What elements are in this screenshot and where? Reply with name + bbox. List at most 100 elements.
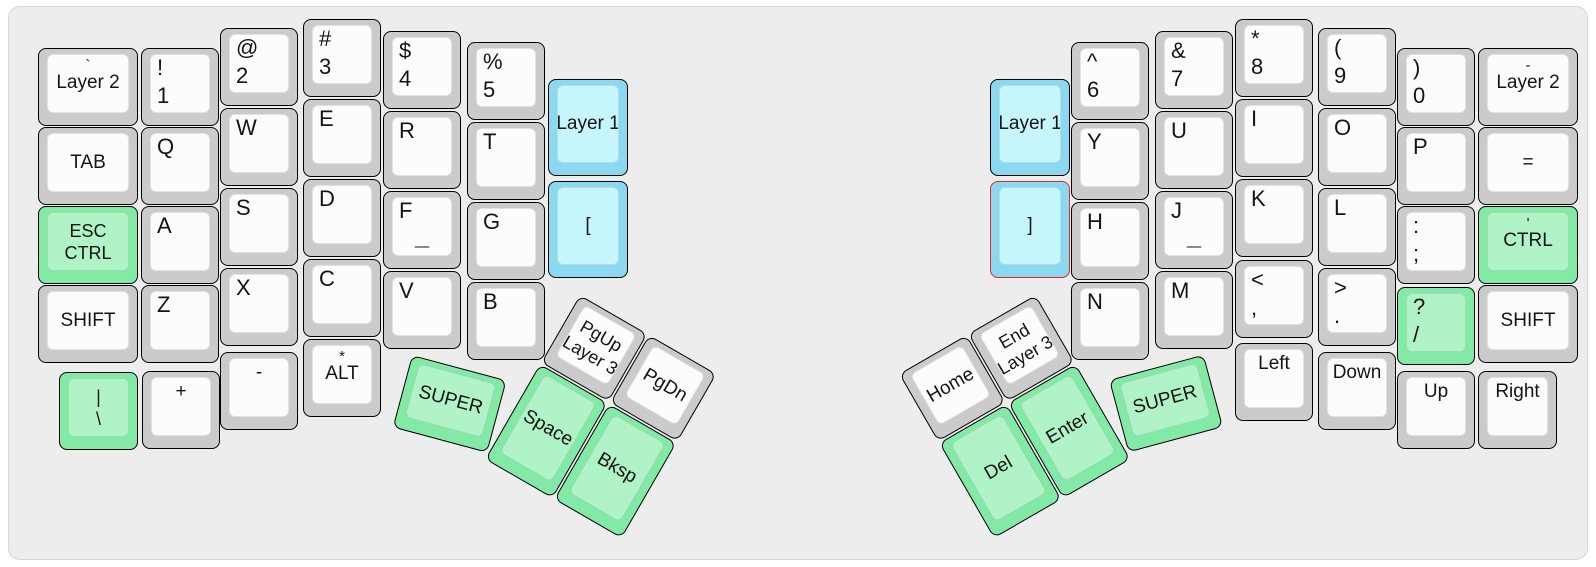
key-caret-6[interactable]: ^6 <box>1071 42 1149 120</box>
key-minus-layer2[interactable]: -Layer 2 <box>1478 48 1578 126</box>
keycap-top: K <box>1244 185 1304 244</box>
keycap-top: *8 <box>1244 25 1304 84</box>
key-paren-9[interactable]: (9 <box>1318 28 1396 106</box>
keycap-top: SUPER <box>1119 362 1212 438</box>
key-y[interactable]: Y <box>1071 122 1149 200</box>
key-label: L <box>1334 195 1347 220</box>
key-label: I <box>1251 106 1258 131</box>
keycap-top: J <box>1164 197 1224 256</box>
keycap-top: <, <box>1244 266 1304 325</box>
key-label: Bksp <box>593 448 641 488</box>
key-i[interactable]: I <box>1235 99 1313 177</box>
key-shift-right[interactable]: SHIFT <box>1478 285 1578 363</box>
key-label: ; <box>1413 241 1420 266</box>
key-q[interactable]: Q <box>141 127 219 205</box>
key-label: | <box>96 386 101 407</box>
key-dollar-4[interactable]: $4 <box>383 31 461 109</box>
key-w[interactable]: W <box>220 108 298 186</box>
key-s[interactable]: S <box>220 188 298 266</box>
key-z[interactable]: Z <box>141 285 219 363</box>
key-x[interactable]: X <box>220 268 298 346</box>
key-t[interactable]: T <box>467 122 545 200</box>
key-arrow-down[interactable]: Down <box>1318 352 1396 430</box>
key-o[interactable]: O <box>1318 108 1396 186</box>
key-v[interactable]: V <box>383 271 461 349</box>
key-label: V <box>399 278 414 303</box>
key-c[interactable]: C <box>303 259 381 337</box>
key-tab[interactable]: TAB <box>38 127 138 205</box>
key-pipe-backslash[interactable]: |\ <box>59 372 138 450</box>
key-quote-ctrl[interactable]: 'CTRL <box>1478 206 1578 284</box>
key-label: * <box>339 348 345 365</box>
key-colon-semicolon[interactable]: :; <box>1397 206 1475 284</box>
key-r[interactable]: R <box>383 111 461 189</box>
key-comma[interactable]: <, <box>1235 260 1313 338</box>
key-minus[interactable]: - <box>220 352 298 430</box>
key-arrow-up[interactable]: Up <box>1397 371 1475 449</box>
key-label: CTRL <box>1503 230 1553 251</box>
key-label: - <box>255 362 263 383</box>
key-b[interactable]: B <box>467 282 545 360</box>
key-d[interactable]: D <box>303 179 381 257</box>
keycap-top: [ <box>557 187 619 265</box>
keycap-top: L <box>1327 194 1387 253</box>
key-equals[interactable]: = <box>1478 127 1578 205</box>
key-label: Left <box>1258 353 1290 374</box>
keycap-top: Up <box>1406 377 1466 436</box>
key-amp-7[interactable]: &7 <box>1155 31 1233 109</box>
key-label: = <box>1522 151 1534 173</box>
keycap-top: $4 <box>392 37 452 96</box>
key-f[interactable]: F <box>383 191 461 269</box>
key-at-2[interactable]: @2 <box>220 28 298 106</box>
key-n[interactable]: N <box>1071 282 1149 360</box>
key-g[interactable]: G <box>467 202 545 280</box>
key-label: T <box>483 129 497 154</box>
key-u[interactable]: U <box>1155 111 1233 189</box>
key-l[interactable]: L <box>1318 188 1396 266</box>
key-p[interactable]: P <box>1397 127 1475 205</box>
key-label: ] <box>1027 215 1033 236</box>
key-a[interactable]: A <box>141 206 219 284</box>
key-label: . <box>1334 303 1341 328</box>
key-asterisk-alt[interactable]: *ALT <box>303 339 381 417</box>
key-plus[interactable]: + <box>142 371 220 449</box>
key-label: / <box>1413 322 1420 347</box>
key-label: M <box>1171 278 1190 303</box>
keycap-top: )0 <box>1406 54 1466 113</box>
key-e[interactable]: E <box>303 99 381 177</box>
key-label: 9 <box>1334 63 1347 88</box>
key-label: * <box>1251 26 1260 51</box>
keycap-top: N <box>1080 288 1140 347</box>
key-label: D <box>319 186 335 211</box>
key-label: @ <box>236 35 259 60</box>
key-asterisk-8[interactable]: *8 <box>1235 19 1313 97</box>
keycap-top: !1 <box>150 54 210 113</box>
key-paren-0[interactable]: )0 <box>1397 48 1475 126</box>
key-layer1-left[interactable]: Layer 1 <box>548 79 628 176</box>
key-percent-5[interactable]: %5 <box>467 42 545 120</box>
key-layer1-right[interactable]: Layer 1 <box>990 79 1070 176</box>
keycap-top: TAB <box>47 133 129 192</box>
key-grave-layer2[interactable]: `Layer 2 <box>38 48 138 126</box>
key-j[interactable]: J <box>1155 191 1233 269</box>
key-label: S <box>236 195 251 220</box>
key-bracket-close[interactable]: ] <box>990 181 1070 278</box>
key-arrow-right[interactable]: Right <box>1478 371 1557 449</box>
key-period[interactable]: >. <box>1318 268 1396 346</box>
key-shift-left[interactable]: SHIFT <box>38 285 138 363</box>
key-question-slash[interactable]: ?/ <box>1397 287 1475 365</box>
key-label: 4 <box>399 66 412 91</box>
key-hash-3[interactable]: #3 <box>303 19 381 97</box>
key-m[interactable]: M <box>1155 271 1233 349</box>
key-h[interactable]: H <box>1071 202 1149 280</box>
key-label: A <box>157 213 172 238</box>
key-label: Down <box>1332 362 1382 383</box>
key-bracket-open[interactable]: [ <box>548 181 628 278</box>
key-arrow-left[interactable]: Left <box>1235 343 1313 421</box>
keycap-top: V <box>392 277 452 336</box>
key-k[interactable]: K <box>1235 179 1313 257</box>
key-label: Layer 1 <box>557 113 619 134</box>
key-exclam-1[interactable]: !1 <box>141 48 219 126</box>
